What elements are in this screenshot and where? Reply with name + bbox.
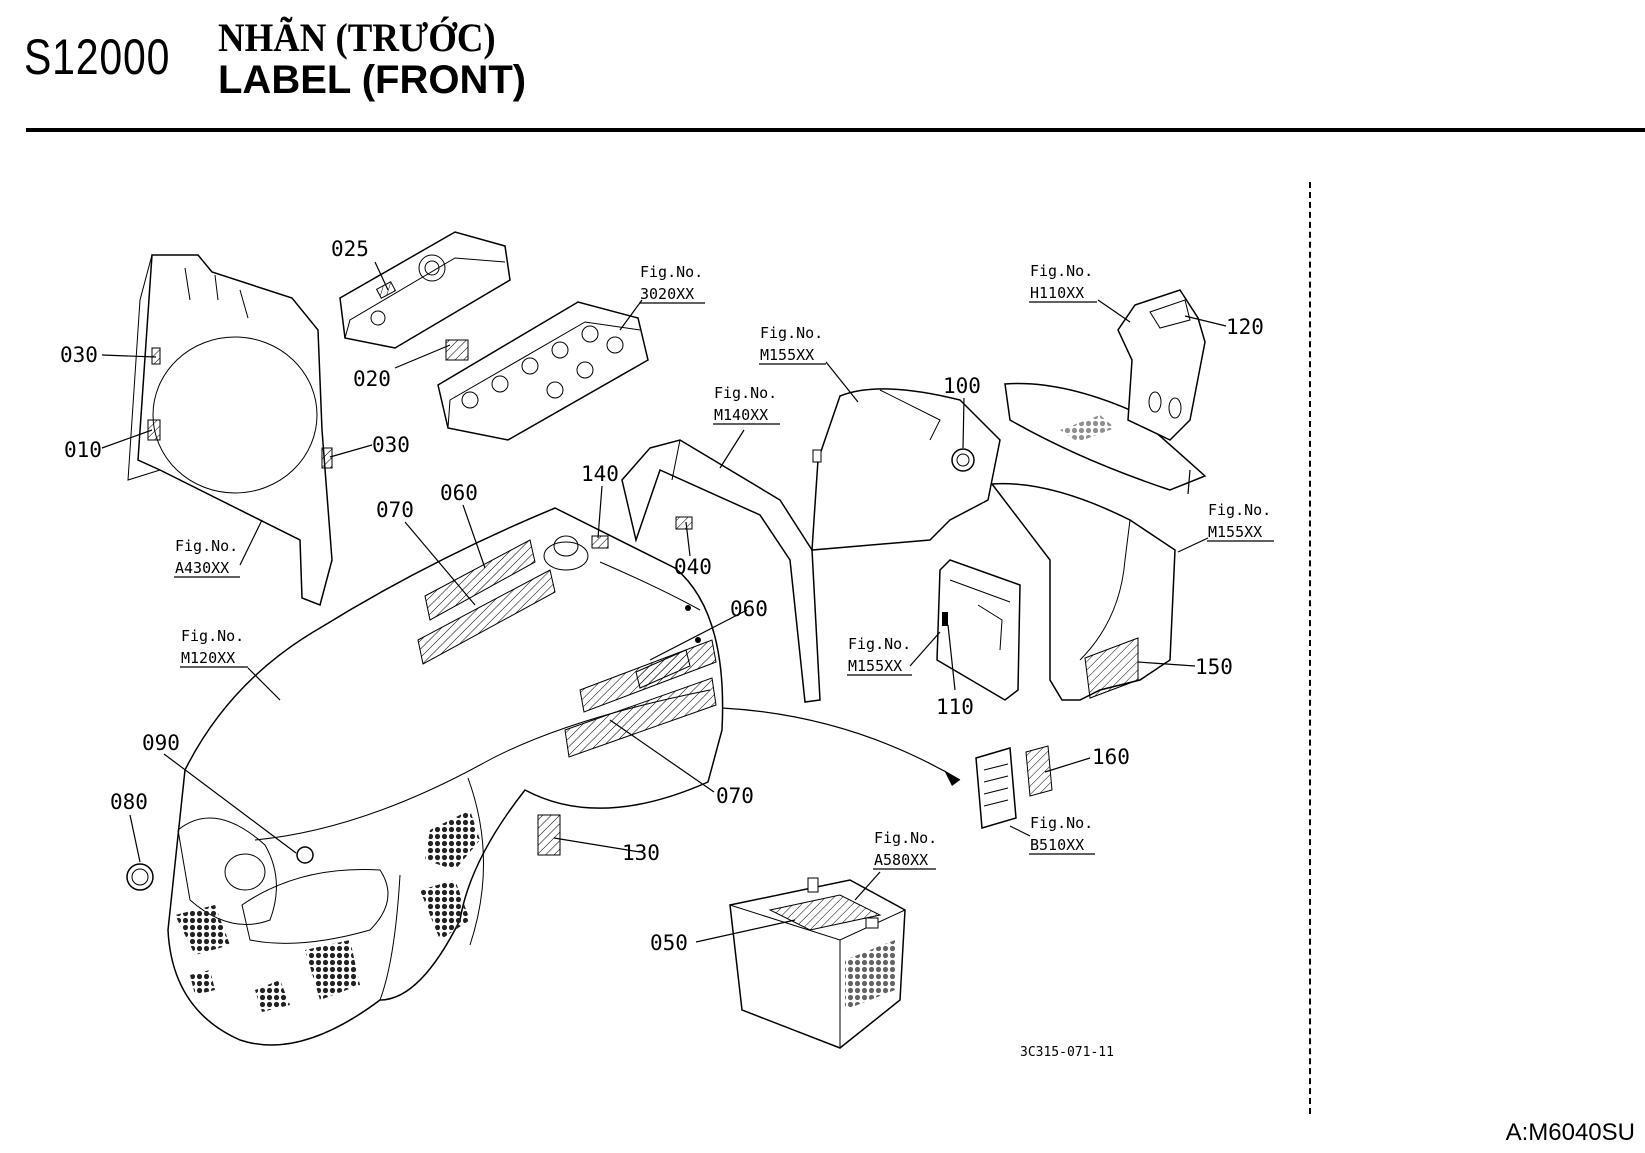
steering-panel-part (1117, 289, 1206, 441)
callout-020: 020 (353, 367, 391, 391)
fig-ref-m140xx: M140XX (714, 406, 768, 424)
figure-references: Fig.No. 3020XX Fig.No. H110XX Fig.No. M1… (174, 262, 1274, 870)
callout-010: 010 (64, 438, 102, 462)
callout-120: 120 (1226, 315, 1264, 339)
title-vietnamese: NHÃN (TRƯỚC) (218, 15, 496, 60)
fig-ref-m155xx-top: M155XX (760, 346, 814, 364)
callout-030-lower: 030 (372, 433, 410, 457)
fig-label-a430: Fig.No. (175, 537, 238, 555)
fig-ref-m155xx-mid: M155XX (848, 657, 902, 675)
fig-ref-3020xx: 3020XX (640, 285, 694, 303)
reference-arrow (721, 707, 961, 781)
radiator-shroud-part (127, 254, 333, 607)
callout-numbers: 025 020 030 010 030 070 060 140 040 100 … (60, 237, 1264, 955)
callout-110: 110 (936, 695, 974, 719)
fuse-box-part (975, 745, 1053, 829)
side-panel-upper-part (811, 388, 1001, 551)
title-english: LABEL (FRONT) (218, 58, 527, 102)
battery-part (729, 877, 906, 1049)
callout-140: 140 (581, 462, 619, 486)
dashed-divider (1309, 182, 1311, 1114)
fig-label-b510: Fig.No. (1030, 814, 1093, 832)
fig-label-m140: Fig.No. (714, 384, 777, 402)
callout-080: 080 (110, 790, 148, 814)
fig-label-a580: Fig.No. (874, 829, 937, 847)
leader-lines (101, 261, 1227, 943)
drawing-number: 3C315-071-11 (1020, 1045, 1114, 1060)
callout-025: 025 (331, 237, 369, 261)
cylinder-head-part (437, 301, 649, 441)
valve-cover-part (339, 231, 511, 349)
fig-ref-m155xx-right: M155XX (1208, 523, 1262, 541)
callout-050: 050 (650, 931, 688, 955)
section-code: S12000 (24, 29, 171, 85)
callout-090: 090 (142, 731, 180, 755)
callout-060-lower: 060 (730, 597, 768, 621)
page-reference: A:M6040SU (1505, 1119, 1635, 1146)
fig-label-m120: Fig.No. (181, 627, 244, 645)
callout-150: 150 (1195, 655, 1233, 679)
front-panel-part (621, 439, 821, 703)
side-panel-lower-part (990, 482, 1176, 701)
dash-cowl-part (1004, 382, 1207, 491)
callout-160: 160 (1092, 745, 1130, 769)
callout-100: 100 (943, 374, 981, 398)
fig-label-m155-mid: Fig.No. (848, 635, 911, 653)
fig-ref-h110xx: H110XX (1030, 284, 1084, 302)
fig-label-m155-right: Fig.No. (1208, 501, 1271, 519)
callout-040: 040 (674, 555, 712, 579)
hood-part (126, 507, 724, 1046)
callout-070-lower: 070 (716, 784, 754, 808)
fig-ref-m120xx: M120XX (181, 649, 235, 667)
fig-ref-a430xx: A430XX (175, 559, 229, 577)
fig-label-3020: Fig.No. (640, 263, 703, 281)
callout-060-upper: 060 (440, 481, 478, 505)
header-rule (26, 128, 1645, 132)
callout-130: 130 (622, 841, 660, 865)
fig-ref-b510xx: B510XX (1030, 836, 1084, 854)
callout-030-upper: 030 (60, 343, 98, 367)
fig-label-h110: Fig.No. (1030, 262, 1093, 280)
fig-label-m155-top: Fig.No. (760, 324, 823, 342)
bracket-part (936, 559, 1021, 701)
fig-ref-a580xx: A580XX (874, 851, 928, 869)
callout-070-upper: 070 (376, 498, 414, 522)
